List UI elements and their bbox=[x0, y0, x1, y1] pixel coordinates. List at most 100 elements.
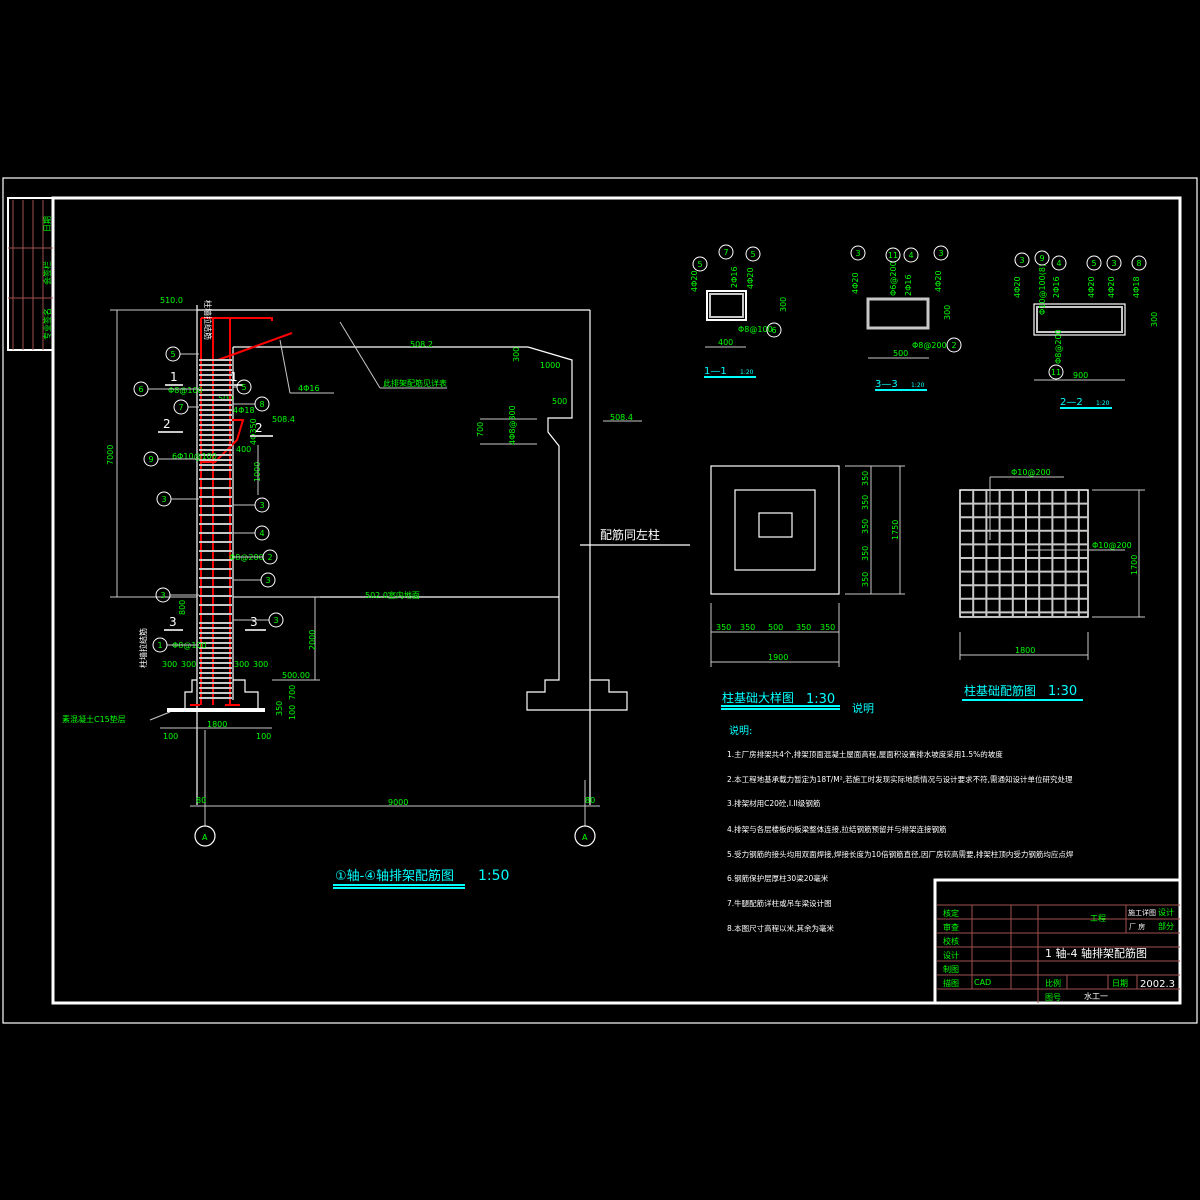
rebar-4418: 4Φ18 bbox=[233, 406, 255, 415]
found-h: 350 bbox=[861, 572, 870, 587]
callout-circle bbox=[262, 549, 278, 565]
cad-logo: CAD bbox=[974, 978, 991, 987]
section-width: 400 bbox=[718, 338, 733, 347]
building: 厂 房 bbox=[1129, 922, 1145, 931]
callout-circle bbox=[143, 451, 159, 467]
callout-number: 6 bbox=[138, 385, 143, 394]
note-item: 8.本图尺寸高程以米,其余为毫米 bbox=[727, 923, 835, 933]
row-label: 制图 bbox=[943, 964, 959, 974]
callout-number: 3 bbox=[1019, 256, 1024, 265]
found-h: 350 bbox=[861, 471, 870, 486]
callout-circle bbox=[745, 246, 761, 262]
found-w: 500 bbox=[768, 623, 783, 632]
elev-roof: 508.2 bbox=[410, 340, 433, 349]
callout-number: 1 bbox=[157, 641, 162, 650]
callout-number: 5 bbox=[241, 383, 246, 392]
dim-800: 800 bbox=[178, 600, 187, 615]
dim-offset-right: 80 bbox=[585, 796, 595, 805]
rebar-4416: 4Φ16 bbox=[298, 384, 320, 393]
dim-beam-stirrup: 4Φ8@300 bbox=[508, 405, 517, 445]
inner-border bbox=[51, 196, 1182, 1005]
rebar-6: Φ8@100 bbox=[168, 386, 203, 395]
axis-label: A bbox=[202, 833, 208, 842]
callout-number: 5 bbox=[697, 260, 702, 269]
section-label: 4Φ18 bbox=[1132, 276, 1141, 298]
dim-400: 400 bbox=[236, 445, 251, 454]
elev-top: 510.0 bbox=[160, 296, 183, 305]
project: 工程 bbox=[1090, 914, 1106, 923]
axis-bubble-right bbox=[574, 825, 596, 847]
dim-below: 2000 bbox=[308, 630, 317, 650]
callout-number: 5 bbox=[1091, 259, 1096, 268]
callout-circle bbox=[1106, 255, 1122, 271]
dim-350: 4Φ350 bbox=[249, 418, 258, 445]
found-h: 350 bbox=[861, 546, 870, 561]
elev-base: 500.00 bbox=[282, 671, 310, 680]
foundation-mesh-title: 柱基础配筋图 bbox=[964, 683, 1036, 698]
callout-circle bbox=[165, 346, 181, 362]
drawing-title: 1 轴-4 轴排架配筋图 bbox=[1045, 946, 1147, 960]
stage-suffix: 设计 bbox=[1158, 907, 1174, 917]
callout-circle bbox=[718, 244, 734, 260]
callout-circle bbox=[268, 612, 284, 628]
mesh-height: 1700 bbox=[1130, 555, 1139, 575]
section-mark: 3 bbox=[250, 615, 258, 629]
callout-circle bbox=[903, 247, 919, 263]
callout-number: 7 bbox=[723, 248, 728, 257]
section-title: 2—2 bbox=[1060, 397, 1083, 408]
found-dim: 300 bbox=[162, 660, 177, 669]
foundation-plan-title: 柱基础大样图 bbox=[722, 690, 794, 705]
stage: 施工详图 bbox=[1128, 908, 1156, 917]
callout-circle bbox=[254, 497, 270, 513]
callout-number: 4 bbox=[259, 529, 264, 538]
dim-haunch-h: 300 bbox=[512, 347, 521, 362]
callout-circle bbox=[260, 572, 276, 588]
foundation-mesh-scale: 1:30 bbox=[1048, 684, 1077, 699]
section-label: Φ8@200 bbox=[1054, 329, 1063, 364]
section-width: 500 bbox=[893, 349, 908, 358]
callout-number: 5 bbox=[170, 350, 175, 359]
callout-number: 8 bbox=[259, 400, 264, 409]
callout-number: 4 bbox=[908, 251, 913, 260]
section-mark: 1 bbox=[170, 370, 178, 384]
callout-circle bbox=[1014, 252, 1030, 268]
callout-circle bbox=[236, 379, 252, 395]
note-item: 1.主厂房排架共4个,排架顶面混凝土屋面高程,屋面积设置排水坡度采用1.5%的坡… bbox=[727, 749, 1003, 759]
callout-number: 3 bbox=[265, 576, 270, 585]
scale-label: 比例 bbox=[1045, 978, 1061, 988]
frame-title: ①轴-④轴排架配筋图 bbox=[335, 868, 454, 884]
callout-number: 3 bbox=[259, 501, 264, 510]
outer-border bbox=[2, 177, 1198, 1024]
callout-number: 3 bbox=[1111, 259, 1116, 268]
section-label: Φ8@100 bbox=[738, 325, 773, 334]
note-right-column: 配筋同左柱 bbox=[600, 527, 660, 542]
callout-number: 3 bbox=[160, 591, 165, 600]
section-title: 1—1 bbox=[704, 366, 727, 377]
callout-circle bbox=[933, 245, 949, 261]
section-label: 4Φ20 bbox=[1087, 276, 1096, 298]
callout-circle bbox=[1131, 255, 1147, 271]
found-total-w: 1900 bbox=[768, 653, 788, 662]
callout-number: 7 bbox=[178, 403, 183, 412]
axis-bubble-left bbox=[194, 825, 216, 847]
note-item: 6.钢筋保护层厚柱30梁20毫米 bbox=[727, 873, 829, 883]
dim-span: 9000 bbox=[388, 798, 408, 807]
section-mark: 2 bbox=[255, 421, 263, 435]
row-label: 校核 bbox=[943, 936, 959, 946]
note-roof: 此排架配筋见详表 bbox=[383, 378, 447, 388]
left-strip: 日期 会签栏 专业签名 bbox=[7, 197, 54, 351]
callout-number: 3 bbox=[855, 249, 860, 258]
row-label: 描图 bbox=[943, 978, 959, 988]
found-w: 350 bbox=[820, 623, 835, 632]
dim-right-bracket: 500 bbox=[552, 397, 567, 406]
date: 2002.3 bbox=[1140, 979, 1175, 990]
part: 部分 bbox=[1158, 921, 1174, 931]
section-label: 4Φ20 bbox=[934, 270, 943, 292]
callout-number: 4 bbox=[1056, 259, 1061, 268]
dim-bracket-w: 500 bbox=[218, 394, 233, 403]
note-item: 4.排架与各层楼板的板梁整体连接,拉结钢筋预留并与排架连接钢筋 bbox=[727, 824, 947, 834]
note-tie: 柱墙拉结筋 bbox=[138, 628, 148, 668]
callout-number: 3 bbox=[273, 616, 278, 625]
callout-number: 3 bbox=[938, 249, 943, 258]
